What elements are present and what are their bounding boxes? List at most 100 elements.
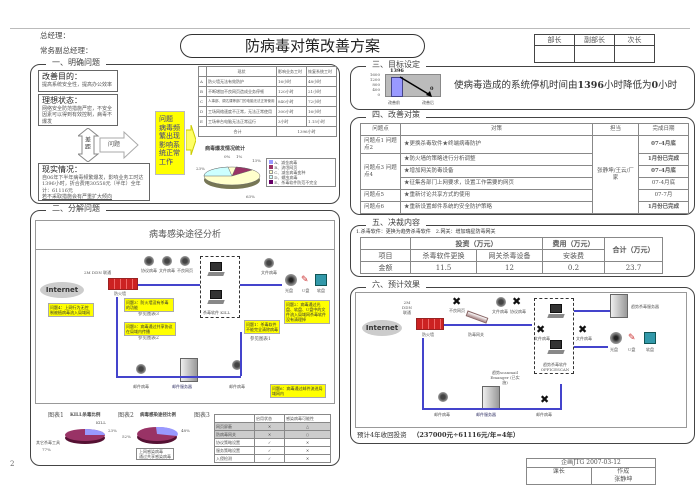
measures-table: 问题点对策担当完成日期 问题点1 问题点2★更换杀毒软件★终端病毒防护张静坤/王… (360, 123, 689, 214)
gap-arrow (78, 128, 139, 162)
usb-icon: ✎ (301, 275, 309, 285)
chart3-label: 图表3 (194, 412, 210, 419)
pie-slice-d (203, 166, 233, 177)
goal-text: 提高系统安全性，提高办公效率 (42, 81, 113, 88)
y-tick: 1600 (369, 72, 380, 77)
bar-value-before: 1396 (390, 68, 404, 74)
kill-label: 杀毒软件 KILL (203, 310, 231, 315)
av-server-icon (610, 294, 628, 318)
cd-icon (610, 332, 622, 344)
section1-title: 一、明确问题 (46, 58, 106, 68)
kill-client-group (200, 256, 240, 318)
mail-virus-label: 邮件病毒 (133, 384, 149, 389)
ideal-text: 网络安全防范措施严密，不安全因素可以得到有效控制，病毒不爆发 (42, 105, 113, 125)
col-label: 安装费 (542, 249, 605, 262)
media-label: 光盘 (610, 347, 618, 352)
decrease-arrow (399, 76, 432, 97)
media-label: 光盘 (285, 288, 293, 293)
issue-note-6: 问题6：病毒通过邮件流进局域网内 (270, 384, 326, 398)
cell: 1月份已完成 (638, 201, 689, 214)
pie-slice-b (231, 166, 253, 177)
top-rule (10, 28, 690, 29)
virus-label: 协议病毒 (510, 309, 526, 314)
issue-note-4: 问题4：上网行为无控制被植病毒流入局域网 (48, 303, 94, 317)
firewall-icon (416, 318, 444, 330)
th: 对策 (400, 123, 593, 136)
ddn-label: 2M DDN 联通 (84, 270, 112, 275)
sign-cell[interactable] (574, 45, 615, 63)
section2-title: 二、分解问题 (46, 204, 106, 214)
footer-table: 企画JTG 2007-03-12 课长作成张静坤 (526, 458, 656, 485)
th: 问题点 (360, 123, 401, 136)
current-situation-box: 现实情况：自06年下半年病毒频繁爆发，影响业务工时达1396小时，折合费用305… (38, 163, 150, 201)
officescan-client-group (534, 298, 574, 374)
chart2-legend: 上网感染病毒 通过共享感染病毒 (136, 448, 174, 460)
cell: ★更换杀毒软件★终端病毒防护 (400, 135, 593, 154)
cell: 问题点5 (360, 189, 401, 202)
total-header: 合计（万元） (604, 237, 663, 262)
cell: 1.15小时 (306, 116, 337, 127)
firewall-label: 防火墙 (114, 291, 126, 296)
y-tick: 0 (377, 92, 380, 97)
sign-cell[interactable] (614, 45, 655, 63)
pie-label: 63% (246, 194, 255, 199)
cell: D (198, 106, 207, 117)
th: 启用状态 (254, 414, 285, 423)
issue-note-3: 问题3：防火墙没有杀毒的功能 (124, 298, 174, 312)
mail-virus-icon (136, 364, 146, 374)
cell: ★征集各部门上网要求，设置工作需要的网页 (400, 177, 593, 190)
cell: 人事部、调达课等部门的电脑无法正常使用 (206, 96, 277, 107)
media-label: U盘 (302, 288, 310, 293)
cell: ✕ (254, 422, 285, 431)
ref-chart1: 参见图表1 (250, 337, 271, 342)
internet-cloud: Internet (40, 282, 84, 298)
pie-label: 23% (196, 166, 205, 171)
chart1-value: 23% (108, 428, 117, 433)
section6-title: 六、预计效果 (366, 280, 426, 290)
col-label: 网关杀毒设备 (476, 249, 543, 262)
usb-icon: ✎ (628, 333, 636, 343)
cell: ✕ (254, 430, 285, 439)
bar-before (391, 77, 403, 97)
mail-virus-label: 邮件病毒 (434, 412, 450, 417)
section-decision (350, 225, 695, 277)
cell: 网页屏蔽 (214, 422, 255, 431)
ref-chart3: 参见图表3 (138, 312, 159, 317)
row-item-label: 项目 (360, 249, 411, 262)
amount-value: 0.2 (542, 261, 605, 274)
pie-slice-kill (85, 429, 105, 435)
cell: ★防火墙的策略进行分析调整 (400, 153, 593, 166)
th: 恢复系统工时 (306, 66, 337, 77)
pie-label: 13% (252, 158, 261, 163)
blocked-icon: ✖ (540, 393, 550, 406)
cell: 协议策略设置 (214, 438, 255, 447)
cell: B (198, 86, 207, 97)
legend-item: D、蠕虫病毒 (269, 175, 333, 180)
floppy-icon (644, 332, 656, 344)
amount-value: 11.5 (410, 261, 477, 274)
virus-label: 文件病毒 (261, 270, 277, 275)
blocked-icon: ✖ (512, 295, 522, 308)
section-measures (350, 117, 695, 215)
pc-icon (207, 290, 225, 304)
amount-value: 12 (476, 261, 543, 274)
gateway-label: 防毒网关 (468, 332, 484, 337)
legend-item: 通过共享感染病毒 (139, 454, 171, 459)
link-line (560, 384, 562, 408)
cell: ★重新设置邮件系统的安全防护策略 (400, 201, 593, 214)
sign-cell[interactable] (534, 45, 575, 63)
cell: 工场网络速度不正常，无法正常使用 (206, 106, 277, 117)
link-line (240, 332, 242, 376)
internet-cloud: Internet (362, 320, 402, 336)
table-row: 网页屏蔽✕△ (214, 422, 331, 431)
pc-icon (547, 304, 565, 318)
sign-role: 次长 (614, 34, 655, 46)
issue-note-1: 问题1：杀毒软件不能完全清除病毒 (244, 320, 280, 334)
current-text: 自06年下半年病毒频繁爆发，影响业务工时达1396小时，折合费用30558元（半… (42, 174, 144, 194)
legend-item: A、减金病毒 (269, 160, 333, 165)
issue-note-5: 问题5：病毒通过共享协议在局域内传播 (124, 322, 176, 336)
virus-label: 文件病毒 (576, 336, 592, 341)
table-row: 防病毒网关✕○ (214, 430, 331, 439)
pie-title: 病毒爆发情况统计 (205, 146, 246, 152)
